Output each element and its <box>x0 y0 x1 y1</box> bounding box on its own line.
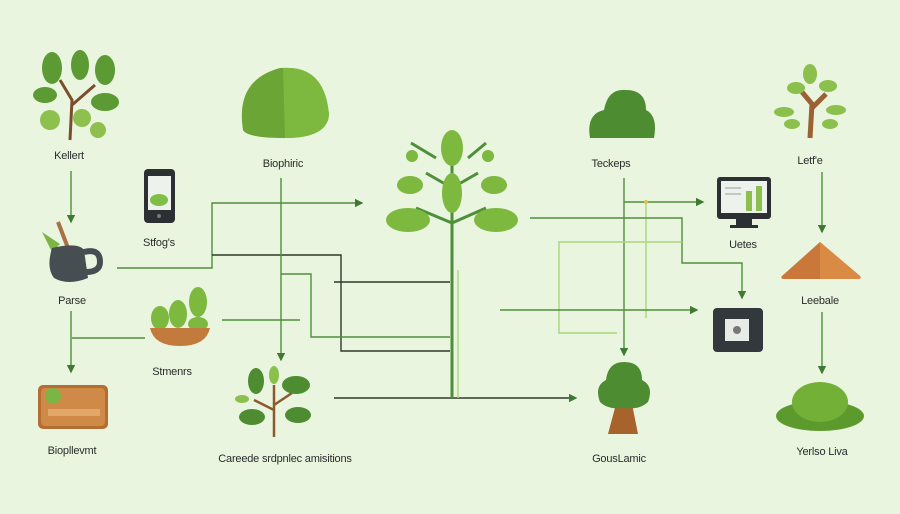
junction-dot <box>644 200 648 204</box>
smartphone-icon <box>143 168 176 224</box>
green-rock-icon <box>235 60 331 140</box>
tablet-device-icon <box>712 307 764 353</box>
bush-icon <box>586 84 658 140</box>
node-label: Uetes <box>729 239 757 251</box>
central-plant-icon <box>386 128 520 248</box>
watering-can-icon <box>38 218 104 284</box>
plant-icon <box>30 50 125 145</box>
connector-biophilic-center <box>281 273 450 338</box>
node-label: Yerlso Liva <box>796 446 848 458</box>
arrow-center-device <box>530 217 747 300</box>
sapling-icon <box>234 365 316 437</box>
node-label: Biophiric <box>262 158 304 170</box>
node-label: Careede srdpnlec amisitions <box>218 453 352 465</box>
moss-mound-icon <box>775 378 865 432</box>
wooden-board-icon <box>37 384 109 430</box>
tree-icon <box>772 64 852 140</box>
leaf-bowl-icon <box>148 286 212 348</box>
node-label: GousLamic <box>592 453 646 465</box>
node-label: Kellert <box>54 150 84 162</box>
node-label: Leebale <box>801 295 839 307</box>
node-label: Stmenrs <box>152 366 192 378</box>
node-label: Parse <box>58 295 86 307</box>
tree-icon <box>594 360 654 436</box>
connector-light-loop <box>558 241 682 334</box>
wooden-pyramid-icon <box>780 240 862 280</box>
node-label: Biopllevmt <box>47 445 97 457</box>
monitor-icon <box>716 176 772 230</box>
node-label: Stfog's <box>143 237 175 249</box>
connector-dark-left <box>212 254 450 352</box>
node-label: Letf'e <box>797 155 823 167</box>
arrow-parse-center <box>117 198 364 269</box>
node-label: Teckeps <box>591 158 631 170</box>
